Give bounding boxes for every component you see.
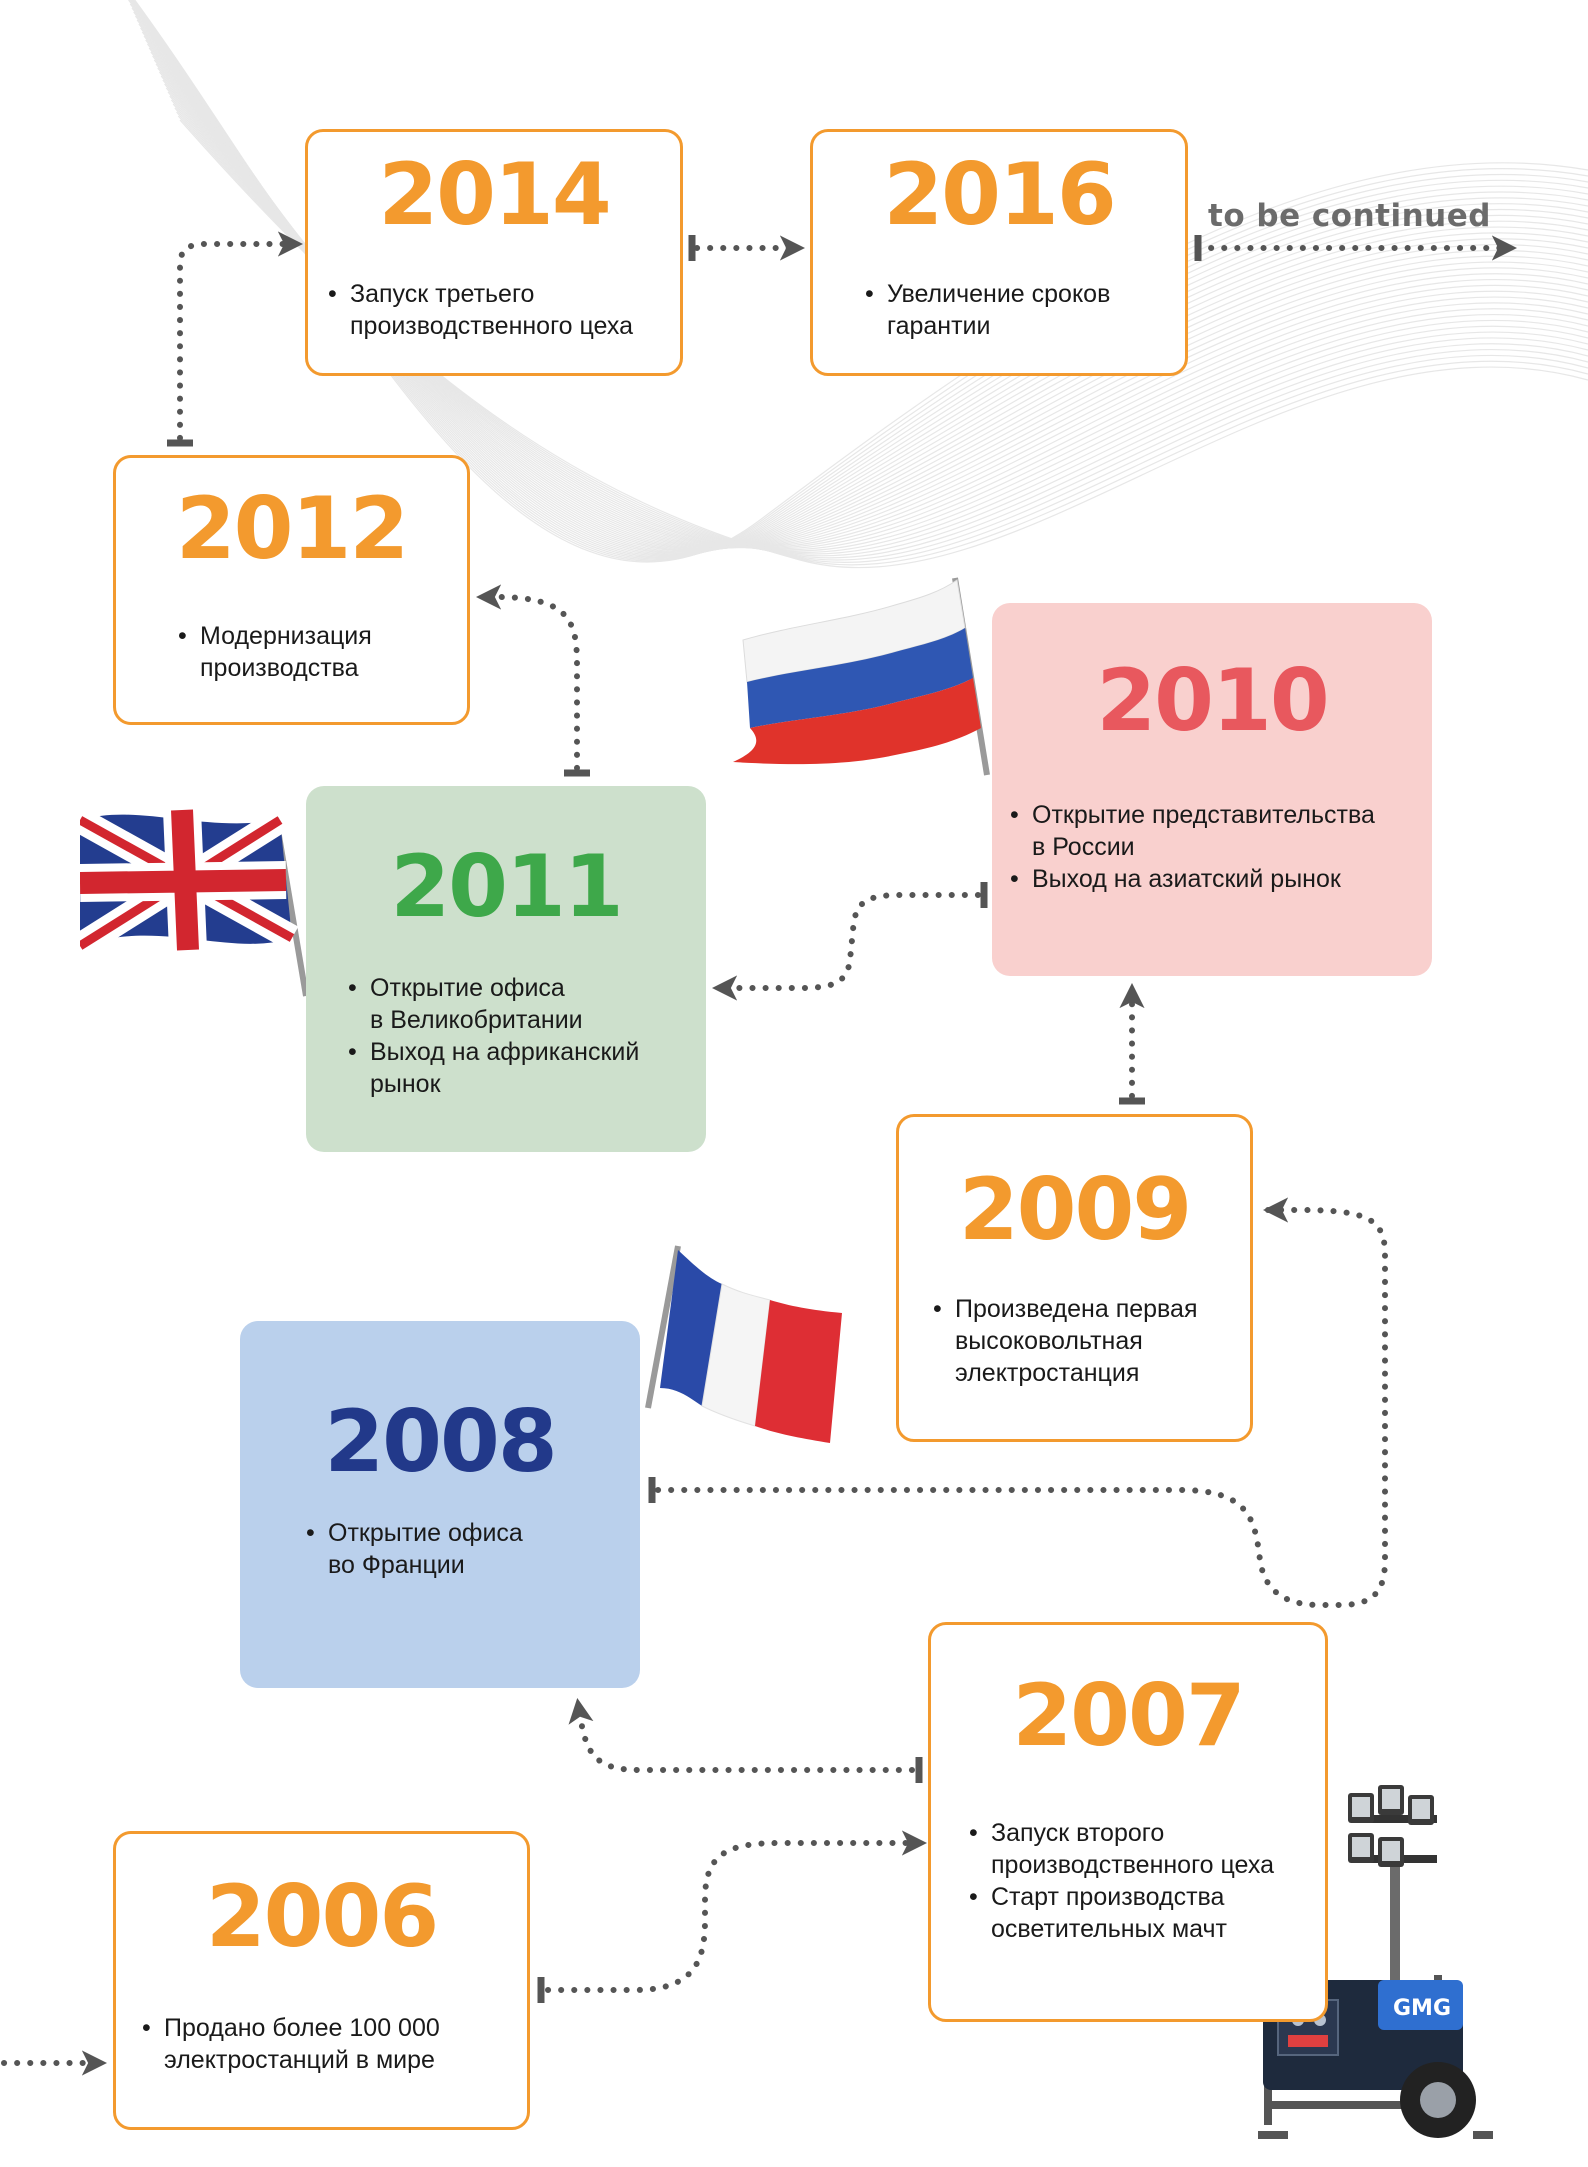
- milestone-card-2006: 2006 Продано более 100 000 электростанци…: [113, 1831, 530, 2130]
- connector-2011-to-2012: [475, 584, 580, 771]
- milestone-bullets: Запуск второго производственного цеха Ст…: [969, 1817, 1274, 1945]
- milestone-bullet: Открытие представительства в России: [1010, 799, 1375, 863]
- uk-flag-icon: [80, 808, 309, 997]
- milestone-year: 2006: [205, 1867, 439, 1967]
- france-flag-icon: [645, 1245, 842, 1443]
- milestone-year: 2010: [1096, 651, 1329, 751]
- milestone-card-2010: 2010 Открытие представительства в России…: [992, 603, 1432, 976]
- milestone-year: 2012: [175, 479, 409, 579]
- milestone-bullet: Запуск второго производственного цеха: [969, 1817, 1274, 1881]
- milestone-bullets: Продано более 100 000 электростанций в м…: [142, 2012, 440, 2076]
- milestone-bullets: Запуск третьего производственного цеха: [328, 278, 633, 342]
- milestone-bullet: Открытие офиса в Великобритании: [348, 972, 639, 1036]
- milestone-bullet: Запуск третьего производственного цеха: [328, 278, 633, 342]
- milestone-bullet: Модернизация производства: [178, 620, 372, 684]
- russia-flag-icon: [733, 577, 990, 776]
- milestone-bullet: Продано более 100 000 электростанций в м…: [142, 2012, 440, 2076]
- connector-2008-to-2009: [655, 1197, 1388, 1608]
- milestone-year: 2011: [390, 837, 623, 937]
- milestone-card-2016: 2016 Увеличение сроков гарантии: [810, 129, 1188, 376]
- milestone-bullets: Модернизация производства: [178, 620, 372, 684]
- milestone-bullet: Произведена первая высоковольтная электр…: [933, 1293, 1198, 1389]
- milestone-year: 2014: [378, 145, 611, 245]
- milestone-card-2011: 2011 Открытие офиса в Великобритании Вых…: [306, 786, 706, 1152]
- milestone-bullet: Выход на африканский рынок: [348, 1036, 639, 1100]
- milestone-card-2007: 2007 Запуск второго производственного це…: [928, 1622, 1328, 2022]
- connector-2007-to-2008: [568, 1698, 915, 1773]
- milestone-card-2009: 2009 Произведена первая высоковольтная э…: [896, 1114, 1253, 1442]
- connector-2010-to-2011: [711, 892, 981, 1001]
- generator-brand: GMG: [1393, 1996, 1451, 2021]
- milestone-bullets: Открытие офиса в Великобритании Выход на…: [348, 972, 639, 1100]
- milestone-year: 2008: [324, 1392, 557, 1492]
- milestone-card-2008: 2008 Открытие офиса во Франции: [240, 1321, 640, 1688]
- milestone-bullet: Выход на азиатский рынок: [1010, 863, 1375, 895]
- to-be-continued-label: to be continued: [1208, 198, 1491, 234]
- milestone-year: 2016: [883, 145, 1116, 245]
- milestone-card-2012: 2012 Модернизация производства: [113, 455, 470, 725]
- milestone-bullets: Открытие офиса во Франции: [306, 1517, 523, 1581]
- milestone-bullets: Увеличение сроков гарантии: [865, 278, 1110, 342]
- connector-2012-to-2014: [177, 231, 304, 441]
- milestone-year: 2009: [958, 1160, 1192, 1260]
- milestone-card-2014: 2014 Запуск третьего производственного ц…: [305, 129, 683, 376]
- milestone-bullet: Открытие офиса во Франции: [306, 1517, 523, 1581]
- milestone-bullets: Произведена первая высоковольтная электр…: [933, 1293, 1198, 1389]
- milestone-bullet: Увеличение сроков гарантии: [865, 278, 1110, 342]
- milestone-bullet: Старт производства осветительных мачт: [969, 1881, 1274, 1945]
- milestone-year: 2007: [1012, 1666, 1245, 1766]
- connector-2006-to-2007: [545, 1830, 928, 1993]
- milestone-bullets: Открытие представительства в России Выхо…: [1010, 799, 1375, 895]
